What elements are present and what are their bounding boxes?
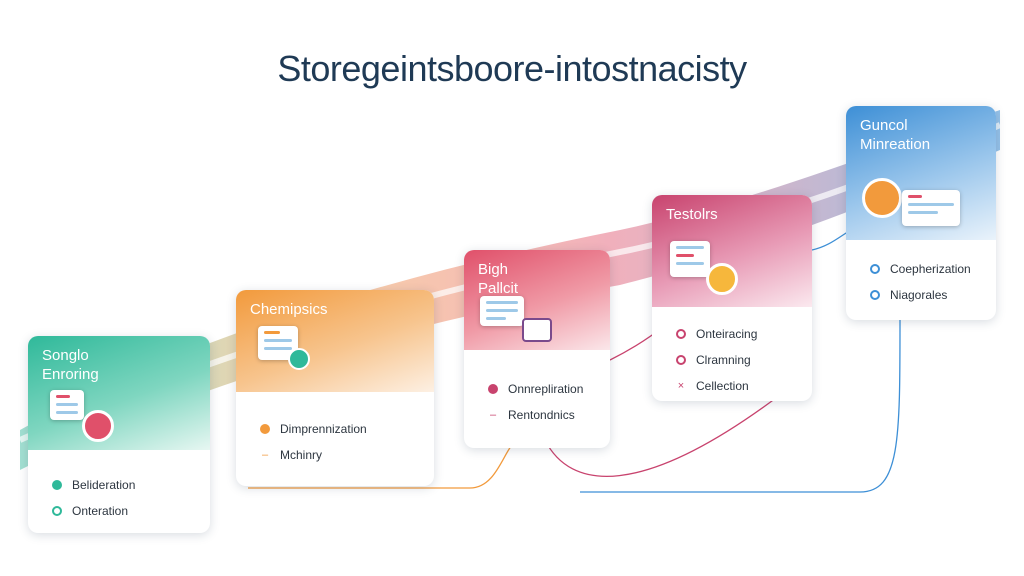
ring-icon [676,355,686,365]
leaf-badge-icon [288,348,310,370]
list-item-label: Onteiracing [696,327,758,341]
stage-4-tab: Testolrs [652,195,732,234]
list-item-label: Onteration [72,504,129,518]
list-item-label: Niagorales [890,288,948,302]
stage-card-2: Chemipsics Dimprennization –Mchinry [236,290,434,486]
cross-icon: × [677,380,685,392]
list-item: Clramning [652,347,812,373]
dash-icon: – [489,409,497,421]
ring-icon [870,290,880,300]
list-item-label: Coepherization [890,262,971,276]
bullet-icon [52,480,62,490]
list-item: Dimprennization [236,416,434,442]
list-item-label: Rentondnics [508,408,575,422]
list-item: –Mchinry [236,442,434,468]
stage-5-list: Coepherization Niagorales [846,256,996,308]
connector-line-2 [544,394,781,478]
stage-5-tab: Guncol Minreation [846,106,944,164]
list-item-label: Onnrepliration [508,382,584,396]
stage-3-tab-line-2: Pallcit [478,280,519,297]
bullet-icon [260,424,270,434]
stage-card-4: Testolrs Onteiracing Clramning × Cellecti… [652,195,812,401]
stage-1-tab-line-1: Songlo [42,347,89,364]
bullet-icon [488,384,498,394]
ring-icon [870,264,880,274]
list-item: Belideration [28,472,210,498]
stage-card-3: Bigh Pallcit Onnrepliration –Rentondnics [464,250,610,448]
list-item: –Rentondnics [464,402,610,428]
stage-4-tab-line-1: Testolrs [666,206,718,223]
list-item: Onteiracing [652,321,812,347]
dash-icon: – [261,449,269,461]
list-item: Coepherization [846,256,996,282]
alert-badge-icon [862,178,902,218]
stage-5-tab-line-2: Minreation [860,136,931,153]
list-item: × Cellection [652,373,812,399]
stage-3-list: Onnrepliration –Rentondnics [464,376,610,428]
list-item: Onteration [28,498,210,524]
list-item-label: Dimprennization [280,422,367,436]
stage-1-list: Belideration Onteration [28,472,210,524]
list-item-label: Cellection [696,379,749,393]
ring-icon [676,329,686,339]
stage-card-5: Guncol Minreation Coepherization Niagora… [846,106,996,320]
ring-icon [52,506,62,516]
coin-badge-icon [706,263,738,295]
calendar-icon [522,318,552,342]
stage-1-tab: Songlo Enroring [28,336,113,394]
stage-card-1: Songlo Enroring Belideration Onteration [28,336,210,533]
list-item: Onnrepliration [464,376,610,402]
stage-2-tab-line-1: Chemipsics [250,301,328,318]
stage-2-tab: Chemipsics [236,290,342,329]
stage-3-tab-line-1: Bigh [478,261,509,278]
list-item-label: Clramning [696,353,751,367]
stage-2-list: Dimprennization –Mchinry [236,416,434,468]
stage-3-tab: Bigh Pallcit [464,250,532,308]
stage-1-tab-line-2: Enroring [42,366,99,383]
page-title: Storegeintsboore-intostnacisty [277,48,747,89]
list-item: Niagorales [846,282,996,308]
list-item-label: Mchinry [280,448,323,462]
stage-4-list: Onteiracing Clramning × Cellection [652,321,812,399]
checklist-badge-icon [82,410,114,442]
list-item-label: Belideration [72,478,136,492]
connector-line-3 [580,319,901,493]
stage-5-tab-line-1: Guncol [860,117,908,134]
